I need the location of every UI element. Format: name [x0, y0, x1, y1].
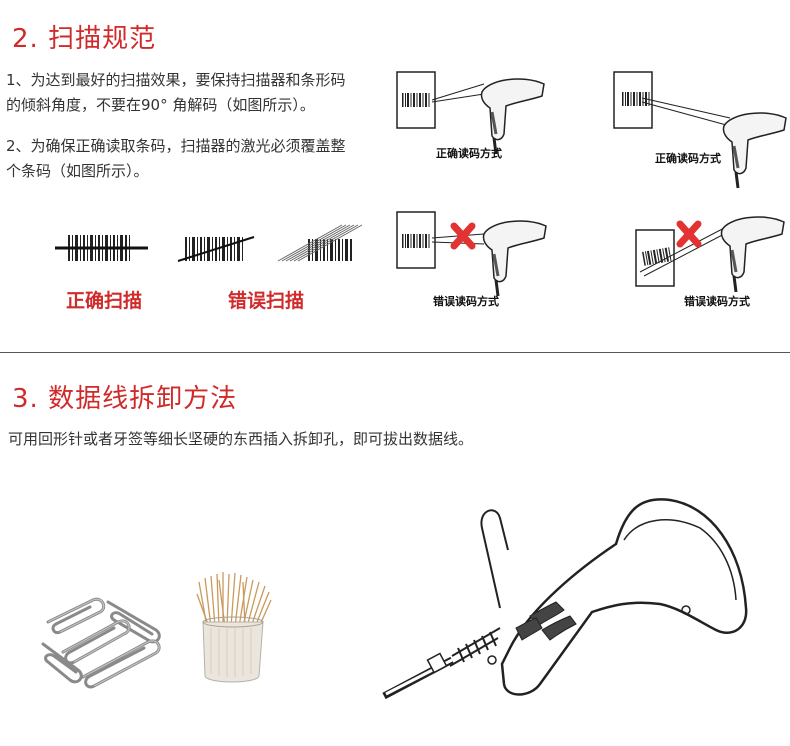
section2-paragraph-1: 1、为达到最好的扫描效果，要保持扫描器和条形码 的倾斜角度，不要在90° 角解码…	[6, 68, 398, 118]
paper-clips-image	[41, 597, 161, 689]
caption-wrong-2: 错误读码方式	[684, 295, 750, 308]
para2-line1: 2、为确保正确读取条码，扫描器的激光必须覆盖整	[6, 137, 346, 155]
section2-title: 2. 扫描规范	[12, 24, 157, 54]
scanner-diagram-correct-2	[613, 71, 788, 190]
scanner-diagram-wrong-1	[396, 211, 548, 298]
caption-correct-2: 正确读码方式	[655, 152, 721, 165]
section3-title: 3. 数据线拆卸方法	[12, 384, 238, 414]
para2-line2: 个条码（如图所示）。	[6, 162, 149, 180]
scanner-cable-removal-illustration	[382, 498, 748, 700]
section-divider	[0, 352, 790, 353]
caption-wrong-1: 错误读码方式	[433, 295, 499, 308]
label-wrong-scan: 错误扫描	[228, 290, 305, 312]
wrong-x-mark-2	[676, 220, 702, 248]
wrong-x-mark-1	[450, 222, 476, 250]
scanner-diagram-wrong-2	[635, 215, 786, 294]
label-correct-scan: 正确扫描	[66, 290, 143, 312]
scanner-angle-diagrams	[396, 71, 788, 298]
paper-clip-insert	[480, 509, 509, 609]
barcode-correct-illustration	[55, 235, 148, 261]
para1-line1: 1、为达到最好的扫描效果，要保持扫描器和条形码	[6, 71, 346, 89]
caption-correct-1: 正确读码方式	[436, 147, 502, 160]
barcode-wrong-illustration-1	[177, 236, 255, 262]
barcode-examples	[55, 224, 363, 262]
section2-paragraph-2: 2、为确保正确读取条码，扫描器的激光必须覆盖整 个条码（如图所示）。	[6, 134, 398, 184]
para1-line2: 的倾斜角度，不要在90° 角解码（如图所示）。	[6, 96, 315, 114]
scanner-diagram-correct-1	[396, 71, 546, 156]
section3-description: 可用回形针或者牙签等细长坚硬的东西插入拆卸孔，即可拔出数据线。	[8, 430, 474, 448]
barcode-wrong-illustration-2	[277, 224, 363, 262]
toothpicks-image	[196, 572, 272, 683]
